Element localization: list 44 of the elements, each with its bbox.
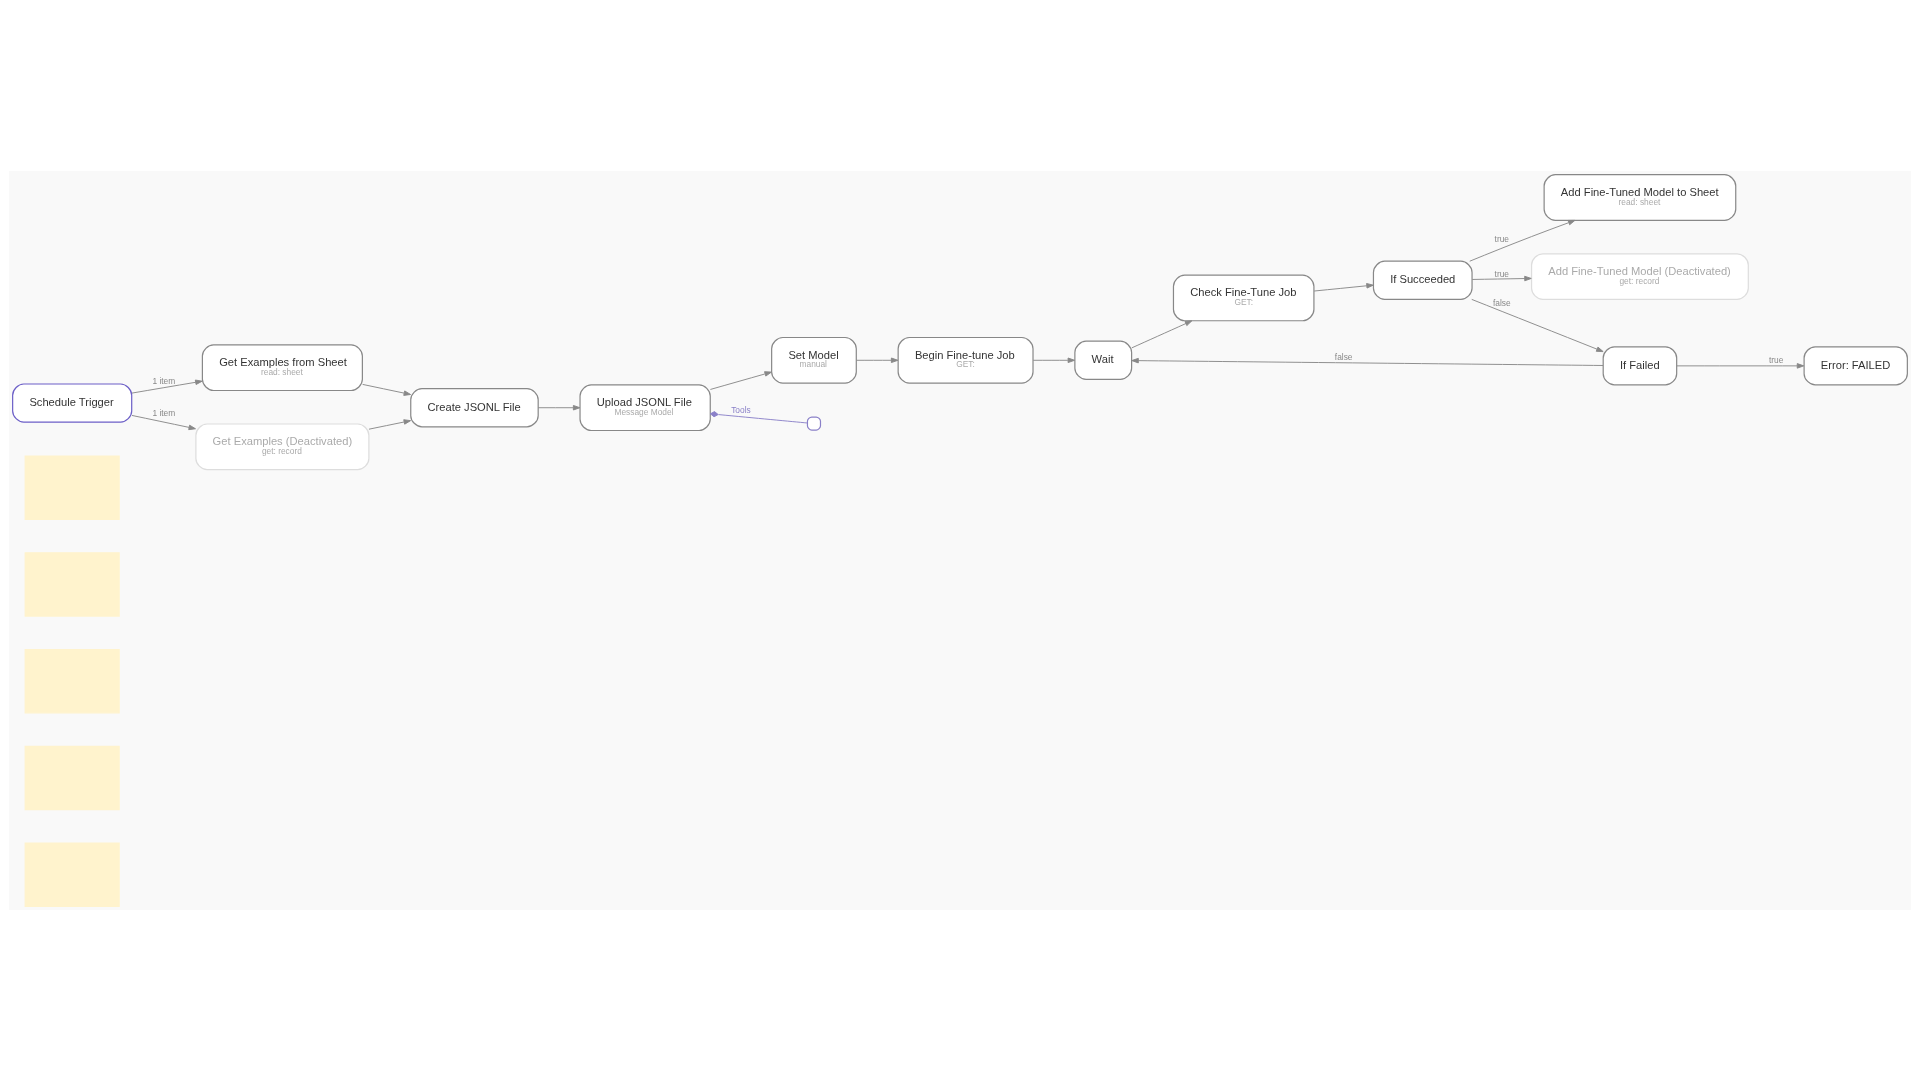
node-box bbox=[806, 415, 822, 431]
arrow bbox=[709, 370, 772, 390]
node-box: Schedule Trigger bbox=[12, 382, 133, 423]
edge-label: true bbox=[1769, 354, 1784, 365]
edge-label: false bbox=[1492, 297, 1511, 308]
node-box: Set Model manual bbox=[771, 336, 857, 384]
arrow bbox=[537, 404, 581, 410]
arrow bbox=[1131, 357, 1604, 366]
node-box bbox=[24, 455, 120, 520]
arrow bbox=[1471, 298, 1604, 352]
node-box: Add Fine-Tuned Model to Sheet read: sheet bbox=[1543, 173, 1737, 221]
node-box: If Failed bbox=[1602, 345, 1678, 386]
edge-label: true bbox=[1494, 233, 1510, 244]
node-box bbox=[24, 551, 120, 617]
arrow bbox=[1131, 319, 1193, 348]
node-box bbox=[24, 745, 120, 810]
node-box: Error: FAILED bbox=[1803, 345, 1908, 386]
edge-label: Tools bbox=[731, 404, 751, 415]
connector bbox=[709, 410, 808, 423]
node-box: Wait bbox=[1074, 340, 1133, 380]
node-box: If Succeeded bbox=[1372, 260, 1473, 300]
node-box: Begin Fine-tune Job GET: bbox=[897, 336, 1034, 384]
node-box: Add Fine-Tuned Model (Deactivated) get: record bbox=[1530, 252, 1749, 300]
node-box: Get Examples (Deactivated) get: record bbox=[195, 422, 370, 470]
arrow bbox=[131, 379, 203, 394]
arrow bbox=[362, 383, 412, 396]
edge-label: 1 item bbox=[152, 375, 176, 386]
arrow bbox=[1032, 357, 1076, 363]
arrow bbox=[368, 418, 412, 430]
node-box: Get Examples from Sheet read: sheet bbox=[201, 343, 363, 391]
arrow bbox=[1469, 219, 1576, 262]
arrow bbox=[1313, 282, 1374, 291]
node-box bbox=[24, 841, 120, 907]
edge-label: true bbox=[1494, 268, 1510, 279]
node-box: Check Fine-Tune Job GET: bbox=[1172, 274, 1315, 321]
edge-label: 1 item bbox=[152, 407, 176, 418]
node-box: Create JSONL File bbox=[410, 387, 539, 427]
arrow bbox=[1471, 275, 1532, 281]
arrow bbox=[1676, 362, 1805, 369]
node-box bbox=[24, 648, 120, 713]
node-box: Upload JSONL File Message Model bbox=[579, 383, 711, 431]
edge-label: false bbox=[1334, 351, 1353, 362]
arrow bbox=[131, 414, 196, 430]
arrow bbox=[856, 357, 899, 363]
